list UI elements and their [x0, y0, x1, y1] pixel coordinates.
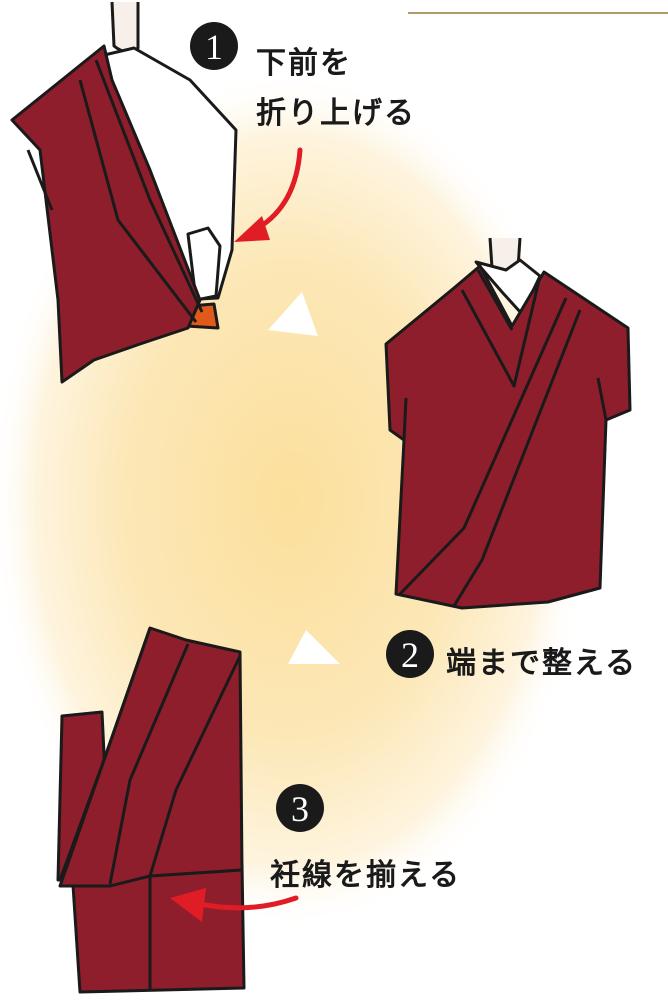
step-3-label: 衽線を揃える [270, 858, 462, 893]
arrow-step-1 [234, 147, 303, 242]
step-3-number-badge: 3 [276, 784, 324, 832]
step-divider-triangle-1 [268, 292, 318, 336]
garment-step-3 [56, 626, 246, 994]
garment-step-2 [384, 237, 632, 610]
step-1-number-badge: 1 [190, 22, 238, 70]
step-divider-triangle-2 [288, 630, 340, 664]
step-2-label: 端まで整える [446, 646, 638, 681]
arrow-step-3 [170, 888, 299, 922]
step-1-label-line-1: 下前を [256, 46, 352, 81]
top-border-line [408, 0, 668, 14]
step-1-label-line-2: 折り上げる [256, 96, 416, 131]
garment-step-1 [10, 1, 238, 384]
step-2-number-badge: 2 [386, 630, 434, 678]
